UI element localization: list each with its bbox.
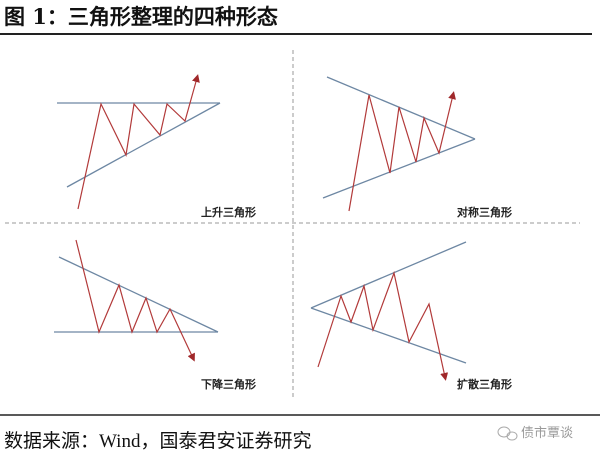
broadening-triangle-panel: 扩散三角形 [310,241,512,391]
upper-trendline [58,256,219,333]
symmetrical-triangle-panel: 对称三角形 [322,76,512,219]
support-line [66,102,221,188]
price-path-breakout-up [77,74,200,210]
panel-label: 上升三角形 [201,205,256,219]
panel-label: 扩散三角形 [457,377,512,391]
price-path-breakout-up [348,91,456,212]
panel-label: 下降三角形 [201,377,256,391]
upper-trendline [310,241,467,309]
wechat-icon [497,426,518,441]
price-path-breakout-down [317,270,449,381]
upper-trendline [326,76,476,140]
price-path-breakout-down [75,239,195,362]
lower-trendline [322,138,476,199]
source-note: 数据来源：Wind，国泰君安证券研究 [4,430,311,452]
ascending-triangle-panel: 上升三角形 [57,74,256,219]
descending-triangle-panel: 下降三角形 [54,239,256,391]
watermark: 债市覃谈 [521,425,573,441]
panel-label: 对称三角形 [457,205,512,219]
figure-title: 图 1：三角形整理的四种形态 [4,4,278,29]
